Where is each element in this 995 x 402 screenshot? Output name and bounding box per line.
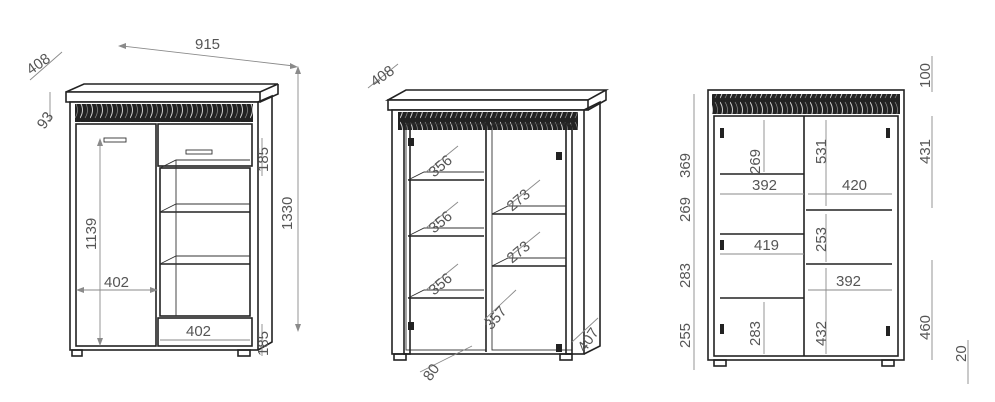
dim-inner-mid-h3: 432	[813, 321, 830, 346]
inner-foot-left	[713, 359, 727, 367]
open-view: 408 356 356 356 273 273 357 407 80	[367, 62, 610, 384]
dim-inner-top: 100	[917, 63, 934, 88]
dim-open-depth: 408	[367, 62, 397, 90]
front-drawer-handle	[185, 149, 213, 155]
inner-view: 369 269 283 255 269 283 392 419 531 253 …	[677, 56, 970, 384]
open-top-slab-top	[384, 89, 610, 101]
dim-inner-left-h2: 269	[677, 197, 694, 222]
dim-open-right-shelf-1-line	[507, 179, 541, 207]
front-top-slab-front	[65, 91, 261, 103]
open-foot-left	[393, 353, 407, 361]
dim-front-door-width-arrow-b	[150, 287, 158, 293]
dim-front-total-arrow-b	[295, 324, 301, 332]
dim-front-depth: 408	[23, 50, 53, 78]
dim-inner-left-h4: 255	[677, 323, 694, 348]
dim-open-shelf-2-line	[425, 201, 459, 229]
front-foot-left	[71, 349, 83, 357]
dim-open-shelf-3-line	[425, 263, 459, 291]
inner-hinge-4	[886, 128, 890, 138]
open-top-slab-front	[387, 99, 589, 111]
open-top-slab-side	[587, 90, 607, 111]
dim-inner-inner-h2: 283	[747, 321, 764, 346]
dim-front-bottom-drawer-height: 185	[255, 331, 272, 356]
open-left-shelf-2-depth	[407, 227, 484, 237]
dim-front-door-width-arrow-a	[76, 287, 84, 293]
front-open-compartment	[159, 167, 251, 317]
open-left-shelf-3-depth	[407, 289, 484, 299]
inner-wave-strip	[712, 94, 900, 114]
dim-front-door-arrow-b	[97, 338, 103, 346]
dim-open-inner-depth-b-line	[571, 317, 599, 343]
front-body-side	[257, 94, 273, 351]
open-hinge-top-right	[556, 152, 562, 160]
front-left-door	[75, 123, 157, 347]
dim-front-drawer-height: 185	[255, 147, 272, 172]
dim-inner-width-left-2: 419	[754, 237, 779, 254]
inner-frame	[713, 115, 899, 357]
dim-front-door-arrow-a	[97, 138, 103, 146]
open-hinge-bottom-right	[556, 344, 562, 352]
dim-front-depth-line	[29, 51, 63, 81]
front-left-handle	[103, 137, 127, 143]
dim-inner-left-h1: 369	[677, 153, 694, 178]
dim-inner-right-h1: 431	[917, 139, 934, 164]
dim-front-top-height: 93	[34, 109, 57, 132]
inner-hinge-2	[720, 240, 724, 250]
dim-open-right-shelf-2-line	[507, 231, 541, 259]
dim-front-width-line	[121, 45, 295, 67]
dim-front-door-height: 1139	[83, 218, 100, 250]
dim-open-plinth: 80	[420, 361, 443, 384]
dim-inner-foot: 20	[953, 345, 970, 362]
front-wave-strip	[75, 104, 253, 122]
dim-front-bottom-drawer-width: 402	[186, 323, 211, 340]
dim-open-inner-depth-a-line	[483, 289, 517, 321]
dim-open-depth-line	[367, 63, 399, 89]
inner-foot-right	[881, 359, 895, 367]
dim-inner-right-h2: 460	[917, 315, 934, 340]
dim-front-width-arrow-a	[118, 43, 126, 49]
dim-inner-mid-h2: 253	[813, 227, 830, 252]
dim-front-total-arrow-a	[295, 66, 301, 74]
dim-inner-inner-h1: 269	[747, 149, 764, 174]
open-hinge-top-left	[408, 138, 414, 146]
dim-inner-left-h3: 283	[677, 263, 694, 288]
front-top-slab-top	[65, 83, 279, 93]
dim-inner-mid-h1: 531	[813, 139, 830, 164]
front-bottom-drawer	[157, 317, 253, 347]
open-left-shelf-1-depth	[407, 171, 484, 181]
front-foot-right	[237, 349, 251, 357]
open-left-door	[403, 121, 411, 355]
front-top-drawer	[157, 123, 253, 167]
dim-inner-width-right-1: 420	[842, 177, 867, 194]
dim-inner-width-left-1: 392	[752, 177, 777, 194]
inner-hinge-1	[720, 128, 724, 138]
inner-hinge-3	[720, 324, 724, 334]
front-view: 915 408 93 185 1330 1139 402 402 185	[23, 36, 301, 357]
dim-front-door-width: 402	[104, 274, 129, 291]
dim-open-shelf-1-line	[425, 145, 459, 173]
dim-front-width-arrow-b	[290, 63, 298, 69]
dim-front-total-height: 1330	[279, 197, 296, 230]
inner-hinge-5	[886, 326, 890, 336]
dim-open-plinth-line	[419, 345, 473, 373]
open-hinge-bottom-left	[408, 322, 414, 330]
open-wave-strip	[398, 112, 578, 130]
open-body-side	[583, 100, 601, 355]
dim-front-width: 915	[195, 36, 220, 53]
open-body	[391, 109, 585, 355]
open-foot-right	[559, 353, 573, 361]
dim-inner-width-right-2: 392	[836, 273, 861, 290]
